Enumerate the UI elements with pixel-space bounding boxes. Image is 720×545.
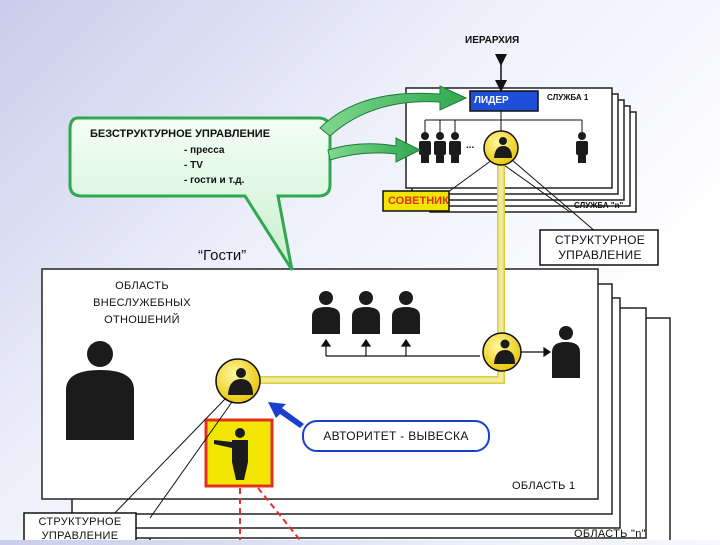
guest-arrows: [320, 338, 552, 358]
guests-label: “Гости”: [198, 247, 247, 264]
green-arrow-staff: [327, 137, 422, 163]
staff-figures: [419, 132, 588, 163]
advisor-box: [382, 190, 450, 212]
hierarchy-label: ИЕРАРХИЯ: [465, 35, 520, 46]
leader-box: [469, 90, 539, 112]
structural-bottom-line1: СТРУКТУРНОЕ: [38, 516, 122, 528]
advisor-label: СОВЕТНИК: [388, 195, 449, 207]
callout-item-guests: - гости и т.д.: [184, 175, 245, 186]
dots-label: ...: [466, 140, 475, 151]
green-arrow-leader: [319, 85, 468, 137]
callout-title: БЕЗСТРУКТУРНОЕ УПРАВЛЕНИЕ: [90, 128, 271, 140]
area1-label: ОБЛАСТЬ 1: [512, 480, 576, 492]
authority-box: [302, 420, 490, 452]
structural-top-box: [539, 229, 659, 266]
right-figure: [552, 326, 580, 378]
structural-top-line1: СТРУКТУРНОЕ: [554, 233, 646, 247]
leader-lines: [424, 111, 583, 133]
big-silhouette: [66, 341, 134, 440]
structural-top-line2: УПРАВЛЕНИЕ: [558, 248, 642, 262]
dashed-line-d: [257, 487, 301, 541]
authority-figure: [214, 428, 248, 480]
top-coin-figure: [494, 137, 512, 158]
guest-figures: [312, 291, 420, 334]
left-coin-figure: [228, 368, 253, 395]
callout-item-press: - пресса: [184, 145, 225, 156]
area-n-label: ОБЛАСТЬ "n": [574, 528, 646, 540]
authority-label: АВТОРИТЕТ - ВЫВЕСКА: [323, 429, 469, 443]
structural-bottom-line2: УПРАВЛЕНИЕ: [41, 530, 119, 542]
bottom-coin-line-2: [149, 401, 233, 519]
bottom-coin-line: [109, 397, 227, 519]
service-n-label: СЛУЖБА "n": [574, 201, 624, 210]
authority-arrow: [268, 402, 304, 428]
area-label-line3: ОТНОШЕНИЙ: [104, 314, 180, 326]
leader-label: ЛИДЕР: [474, 95, 509, 106]
area-label-line1: ОБЛАСТЬ: [115, 280, 169, 292]
service1-label: СЛУЖБА 1: [547, 93, 589, 102]
area-label-line2: ВНЕСЛУЖЕБНЫХ: [93, 297, 191, 309]
callout-item-tv: - TV: [184, 160, 203, 171]
right-coin-figure: [494, 339, 515, 364]
